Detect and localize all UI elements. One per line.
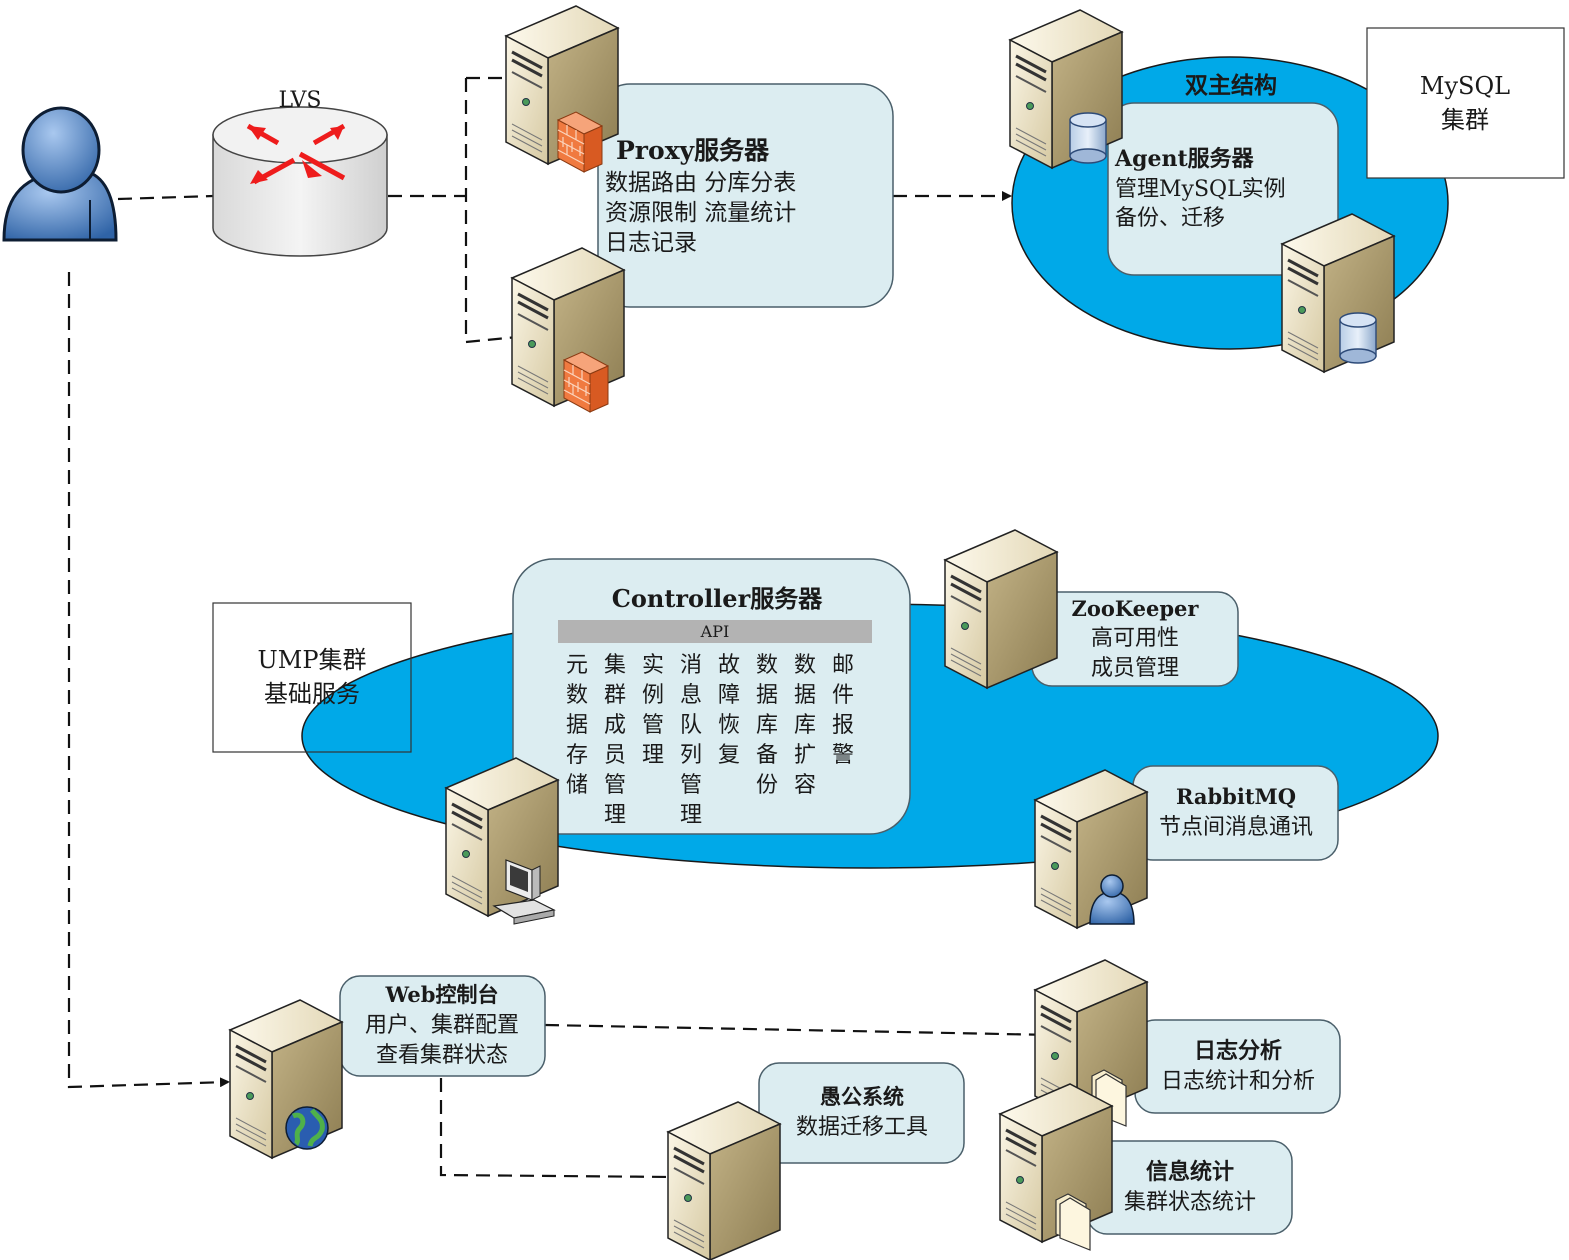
zookeeper-server-icon xyxy=(943,528,1059,690)
database-icon xyxy=(1069,112,1107,164)
controller-feature-char: 库 xyxy=(756,713,778,738)
person-icon xyxy=(1089,874,1135,925)
user-to-web-console-arrow xyxy=(67,272,230,1089)
controller-feature-char: 据 xyxy=(756,683,778,708)
controller-feature-char: 据 xyxy=(566,713,588,738)
log-analysis-title: 日志分析 xyxy=(1194,1038,1282,1064)
ump-cluster-label-box xyxy=(212,602,412,753)
controller-feature-char: 容 xyxy=(794,773,816,798)
user-to-lvs-line xyxy=(117,194,214,201)
web-to-log-analysis-arrow xyxy=(544,1023,1055,1040)
controller-feature-char: 理 xyxy=(604,803,626,828)
globe-icon xyxy=(285,1106,329,1150)
controller-feature-char: 管 xyxy=(604,773,626,798)
agent-line-2: 备份、迁移 xyxy=(1115,206,1225,231)
mysql-cluster-label-line2: 集群 xyxy=(1441,106,1489,134)
double-master-label: 双主结构 xyxy=(1185,72,1277,99)
controller-feature-char: 复 xyxy=(718,743,740,768)
controller-feature-char: 息 xyxy=(680,683,702,708)
controller-feature-char: 理 xyxy=(680,803,702,828)
controller-feature-char: 故 xyxy=(718,653,740,678)
api-label: API xyxy=(700,622,730,641)
controller-feature-char: 件 xyxy=(832,683,854,708)
controller-feature-char: 储 xyxy=(566,773,588,798)
agent-line-1: 管理MySQL实例 xyxy=(1115,177,1286,202)
mysql-server-bottom-icon xyxy=(1280,212,1396,374)
user-icon xyxy=(2,106,118,242)
controller-feature-char: 元 xyxy=(566,653,588,678)
controller-feature-char: 群 xyxy=(604,683,626,708)
controller-feature-char: 理 xyxy=(642,743,664,768)
controller-feature-char: 恢 xyxy=(718,713,740,738)
web-console-title: Web控制台 xyxy=(385,982,499,1007)
ump-cluster-label-line1: UMP集群 xyxy=(258,646,367,674)
database-icon xyxy=(1339,312,1377,364)
controller-feature-char: 实 xyxy=(642,653,664,678)
controller-feature-char: 备 xyxy=(756,743,778,768)
web-console-line-2: 查看集群状态 xyxy=(376,1043,508,1068)
controller-feature-char: 队 xyxy=(680,713,702,738)
proxy-line-1: 数据路由 分库分表 xyxy=(605,170,796,196)
controller-feature-char: 数 xyxy=(756,653,778,678)
mysql-cluster-label-box xyxy=(1366,27,1565,179)
yugong-line-1: 数据迁移工具 xyxy=(796,1115,928,1140)
agent-title: Agent服务器 xyxy=(1114,146,1255,172)
rabbitmq-line-1: 节点间消息通讯 xyxy=(1159,815,1313,840)
yugong-title: 愚公系统 xyxy=(820,1084,904,1109)
log-analysis-box xyxy=(1134,1019,1341,1114)
controller-feature-char: 报 xyxy=(832,713,854,738)
proxy-title: Proxy服务器 xyxy=(616,136,770,165)
controller-server-icon xyxy=(444,756,560,918)
ump-cluster-label-line2: 基础服务 xyxy=(264,680,360,708)
web-to-yugong-arrow xyxy=(439,1078,678,1182)
controller-feature-char: 数 xyxy=(794,653,816,678)
controller-feature-char: 障 xyxy=(718,683,740,708)
lvs-router-icon xyxy=(212,106,388,257)
zookeeper-title: ZooKeeper xyxy=(1072,596,1200,621)
mysql-cluster-label-line1: MySQL xyxy=(1420,72,1510,100)
controller-feature-char: 集 xyxy=(604,653,626,678)
controller-feature-char: 列 xyxy=(680,743,702,768)
controller-feature-char: 管 xyxy=(642,713,664,738)
proxy-line-3: 日志记录 xyxy=(605,230,697,256)
controller-feature-char: 库 xyxy=(794,713,816,738)
controller-feature-char: 成 xyxy=(604,713,626,738)
controller-feature-char: 数 xyxy=(566,683,588,708)
rabbitmq-title: RabbitMQ xyxy=(1176,784,1296,809)
api-bar xyxy=(558,620,872,643)
proxy-line-2: 资源限制 流量统计 xyxy=(605,200,796,226)
info-stats-title: 信息统计 xyxy=(1146,1159,1234,1185)
controller-feature-char: 邮 xyxy=(832,653,854,678)
log-analysis-line-1: 日志统计和分析 xyxy=(1161,1069,1315,1094)
controller-feature-char: 消 xyxy=(680,653,702,678)
rabbitmq-box xyxy=(1132,765,1339,861)
controller-feature-char: 警 xyxy=(832,743,854,768)
zookeeper-line-2: 成员管理 xyxy=(1091,656,1179,681)
proxy-box xyxy=(597,83,894,308)
agent-box xyxy=(1107,102,1339,276)
controller-feature-char: 扩 xyxy=(794,743,816,768)
controller-feature-char: 员 xyxy=(604,743,626,768)
workstation-icon xyxy=(492,859,556,925)
zookeeper-line-1: 高可用性 xyxy=(1091,626,1179,651)
controller-feature-char: 据 xyxy=(794,683,816,708)
controller-title: Controller服务器 xyxy=(612,584,823,613)
controller-feature-char: 管 xyxy=(680,773,702,798)
controller-feature-char: 份 xyxy=(756,773,778,798)
info-stats-line-1: 集群状态统计 xyxy=(1124,1190,1256,1215)
controller-feature-char: 例 xyxy=(642,683,664,708)
yugong-box xyxy=(758,1062,965,1164)
lvs-label: LVS xyxy=(279,88,322,113)
info-stats-box xyxy=(1086,1140,1293,1235)
yugong-server-icon xyxy=(666,1100,782,1260)
web-console-line-1: 用户、集群配置 xyxy=(365,1013,519,1038)
controller-feature-char: 存 xyxy=(566,743,588,768)
